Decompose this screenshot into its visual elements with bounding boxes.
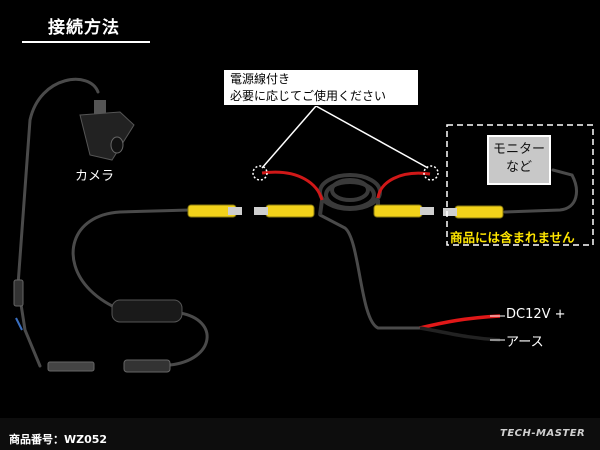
monitor-label-line-2: など [505, 160, 532, 175]
page-title: 接続方法 [48, 18, 120, 38]
brand-logo: TECH-MASTER [500, 428, 586, 439]
callout-line-2: 必要に応じてご使用ください [230, 89, 387, 103]
camera-icon [79, 100, 135, 161]
coiled-cable [318, 173, 382, 216]
monitor-cable [503, 168, 578, 214]
product-code: 商品番号：WZ052 [9, 433, 108, 446]
callout-pointer-left [261, 105, 317, 169]
power-plug [123, 359, 171, 373]
power-callout-box: 電源線付き 必要に応じてご使用ください [223, 69, 419, 106]
lead-end-marker-left [252, 165, 268, 181]
title-underline [22, 41, 150, 43]
video-extension-cable [71, 208, 192, 312]
ground-label: アース [506, 335, 544, 350]
callout-pointer-right [315, 105, 429, 169]
not-included-note: 商品には含まれません [450, 230, 575, 245]
power-branch-cable [138, 311, 209, 368]
dc12v-label: DC12V + [506, 307, 566, 322]
monitor-box: モニター など [487, 135, 551, 185]
not-included-dashed-box [446, 124, 594, 246]
power-lead-left [261, 170, 324, 201]
callout-line-1: 電源線付き [230, 72, 291, 86]
camera-cable [16, 77, 100, 287]
rca-connector-camera-side [187, 204, 242, 218]
rca-connector-monitor-side [443, 205, 504, 219]
dc12v-wire [419, 314, 501, 330]
inline-module [111, 299, 183, 323]
ground-wire [419, 326, 501, 342]
power-lead-right [376, 171, 431, 199]
rca-connector-extension-left [254, 204, 315, 218]
power-leads [261, 170, 431, 201]
rca-connector-extension-right [373, 204, 434, 218]
footer-bar [0, 418, 600, 450]
trigger-wire-plug [47, 361, 95, 372]
monitor-label-line-1: モニター [492, 142, 545, 157]
camera-cable-module [13, 279, 24, 331]
power-feed-cable [318, 213, 422, 330]
lead-end-marker-right [423, 165, 439, 181]
camera-label: カメラ [75, 169, 115, 184]
